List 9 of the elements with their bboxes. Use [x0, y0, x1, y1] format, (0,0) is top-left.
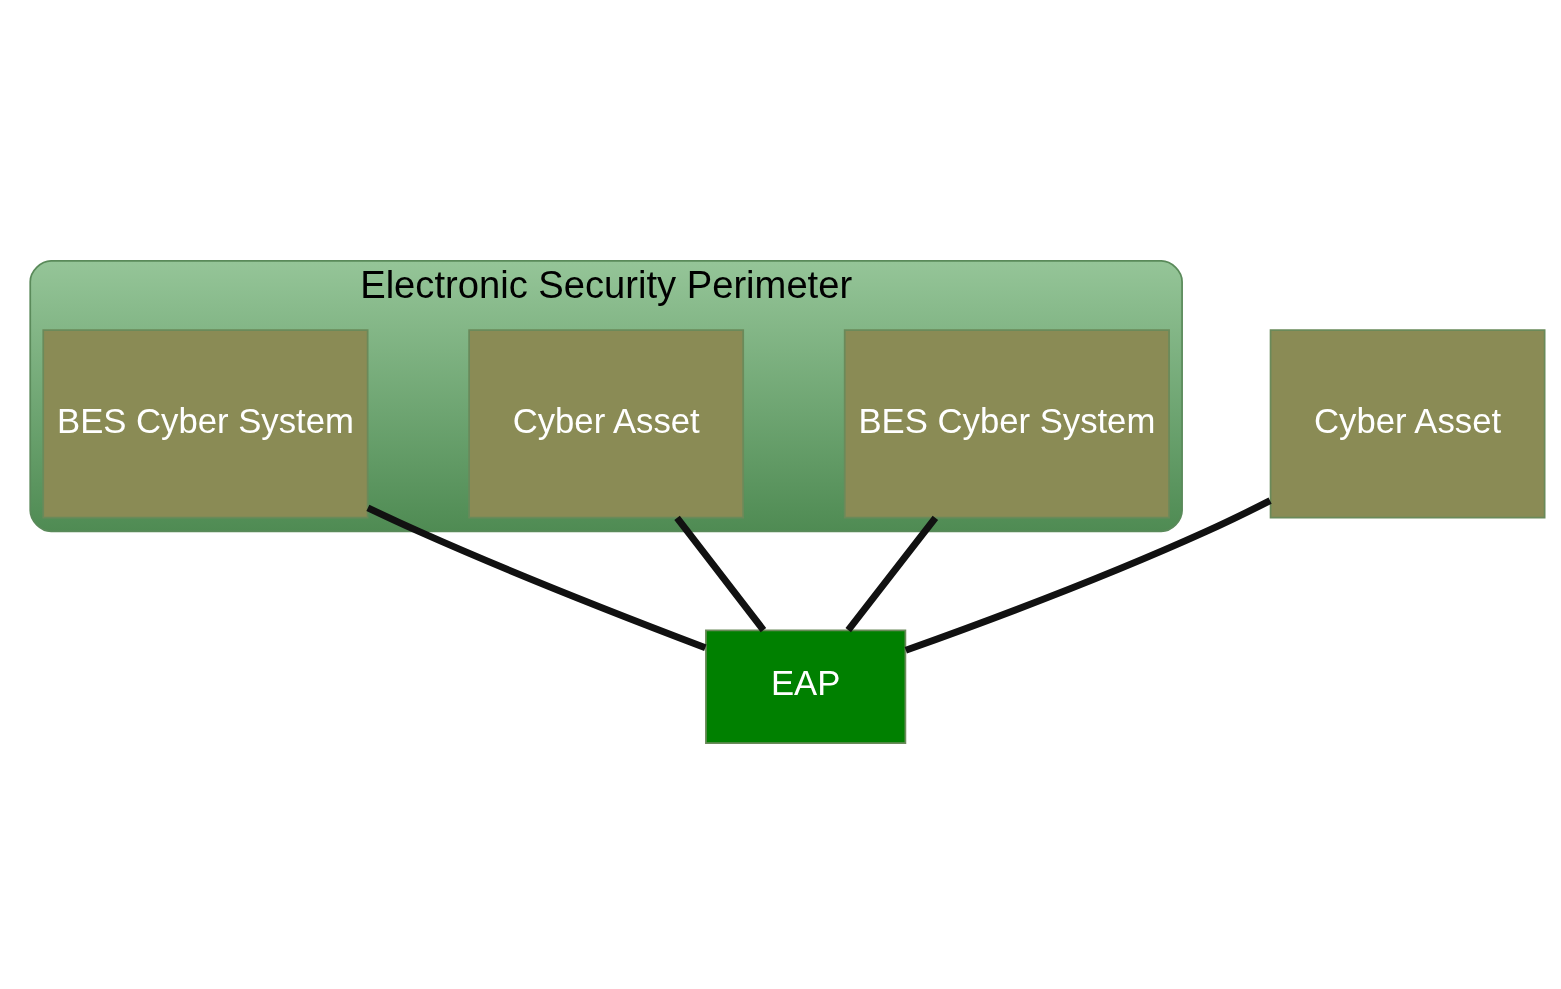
node-box: EAP — [705, 628, 907, 744]
node-box: Cyber Asset — [1269, 328, 1546, 518]
node-box: BES Cyber System — [843, 328, 1170, 518]
connector — [845, 515, 939, 632]
connector — [674, 515, 767, 632]
connector — [904, 497, 1272, 654]
node-box: Cyber Asset — [468, 328, 745, 518]
connector — [366, 504, 707, 651]
node-box: BES Cyber System — [42, 328, 369, 518]
